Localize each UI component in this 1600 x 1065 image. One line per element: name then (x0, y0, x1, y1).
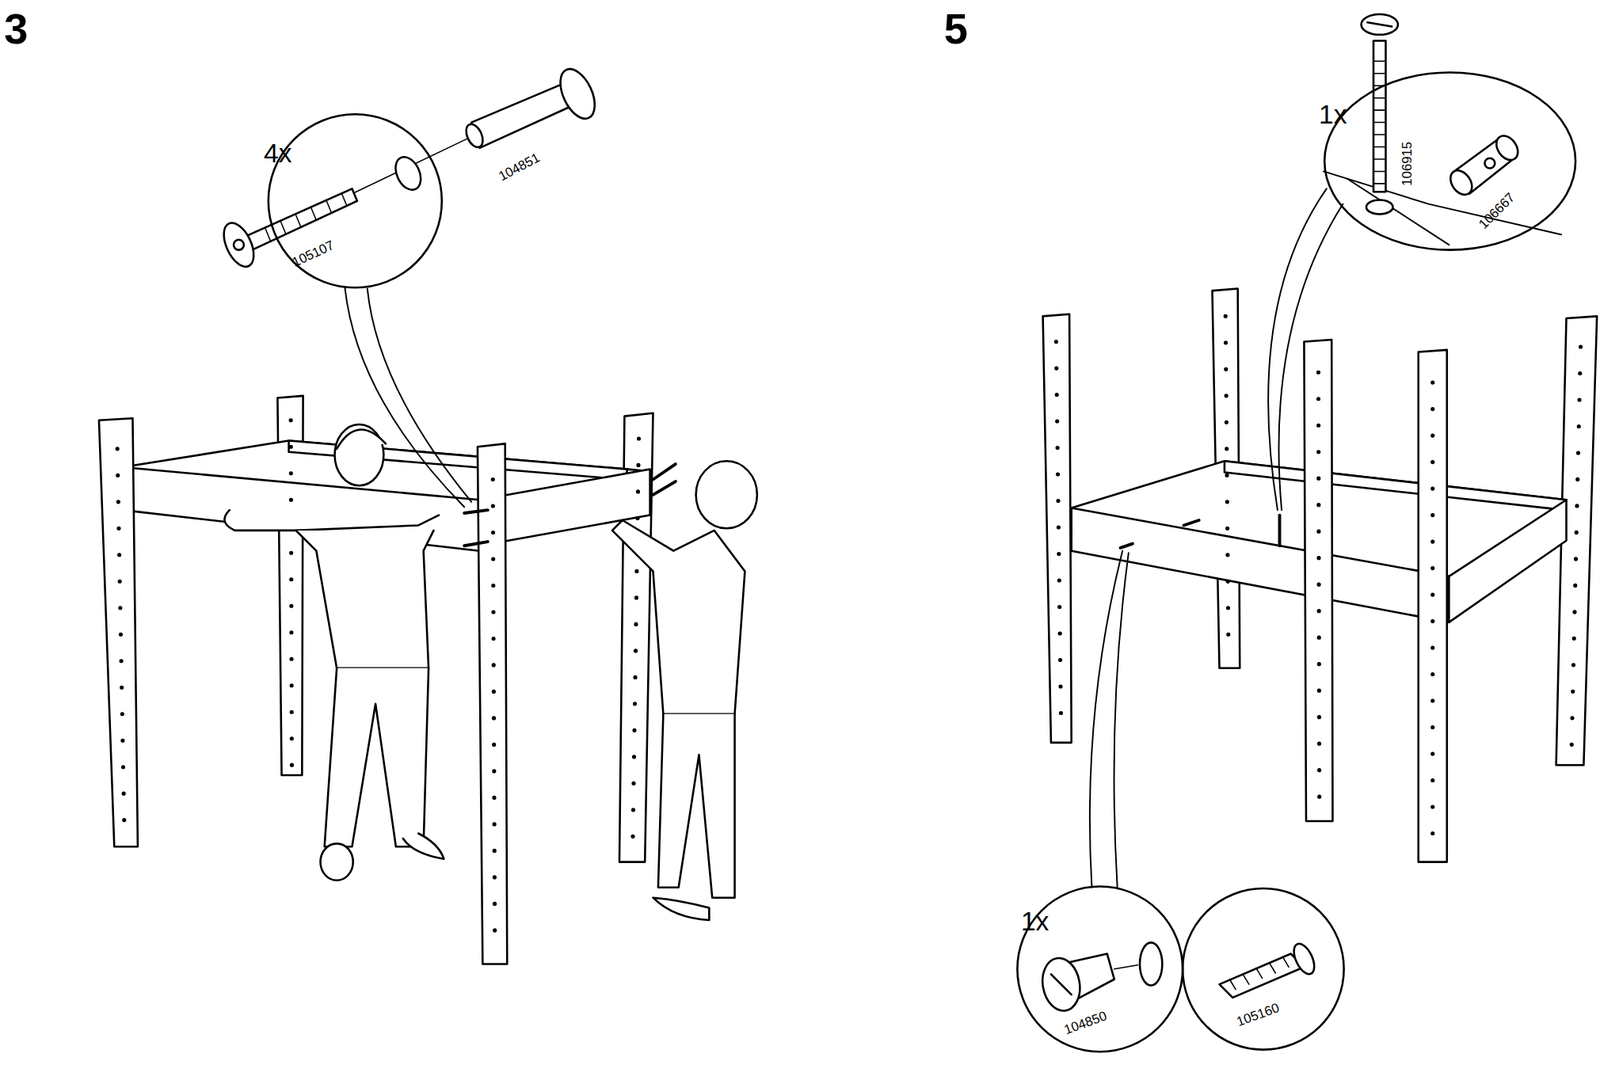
callout-outline (1017, 887, 1183, 1053)
post (1303, 339, 1333, 822)
post (1418, 350, 1448, 863)
post (477, 443, 507, 964)
callout-outline (1324, 72, 1576, 250)
side-rail (1448, 499, 1566, 623)
part-number: 106667 (1475, 190, 1517, 231)
callout-outline (1182, 888, 1345, 1051)
person-left (224, 424, 444, 881)
part-number: 104851 (495, 149, 541, 183)
part-number: 104850 (1062, 1008, 1109, 1037)
callout-outline (268, 114, 442, 288)
post-holes (117, 420, 639, 955)
callout-outline (1323, 71, 1577, 252)
callout-circle: 105160 (1181, 887, 1345, 1052)
bed-frame-step3 (99, 396, 676, 965)
part-number: 105160 (1234, 1000, 1280, 1029)
quantity-label: 4x (263, 139, 292, 166)
post-holes (1055, 316, 1581, 852)
quantity-label: 1x (1020, 908, 1049, 935)
post (1043, 314, 1072, 743)
person-right (612, 460, 758, 921)
step-number: 5 (944, 7, 968, 51)
part-number: 106915 (1399, 140, 1414, 186)
front-rail (1071, 508, 1450, 623)
fittings-step5 (1038, 14, 1562, 1014)
leader-line (1089, 188, 1343, 888)
callout-circle: 1x106915106667 (1323, 71, 1577, 252)
post (99, 418, 138, 847)
callout-circle: 4x105107104851 (267, 113, 444, 290)
step-number: 3 (3, 7, 28, 51)
quantity-label: 1x (1318, 101, 1347, 128)
callout-circle: 1x 104850 (1016, 885, 1184, 1053)
part-number: 105107 (289, 237, 336, 269)
screws (1120, 515, 1280, 549)
callout-outline (1181, 887, 1345, 1052)
leader-line (344, 287, 472, 507)
